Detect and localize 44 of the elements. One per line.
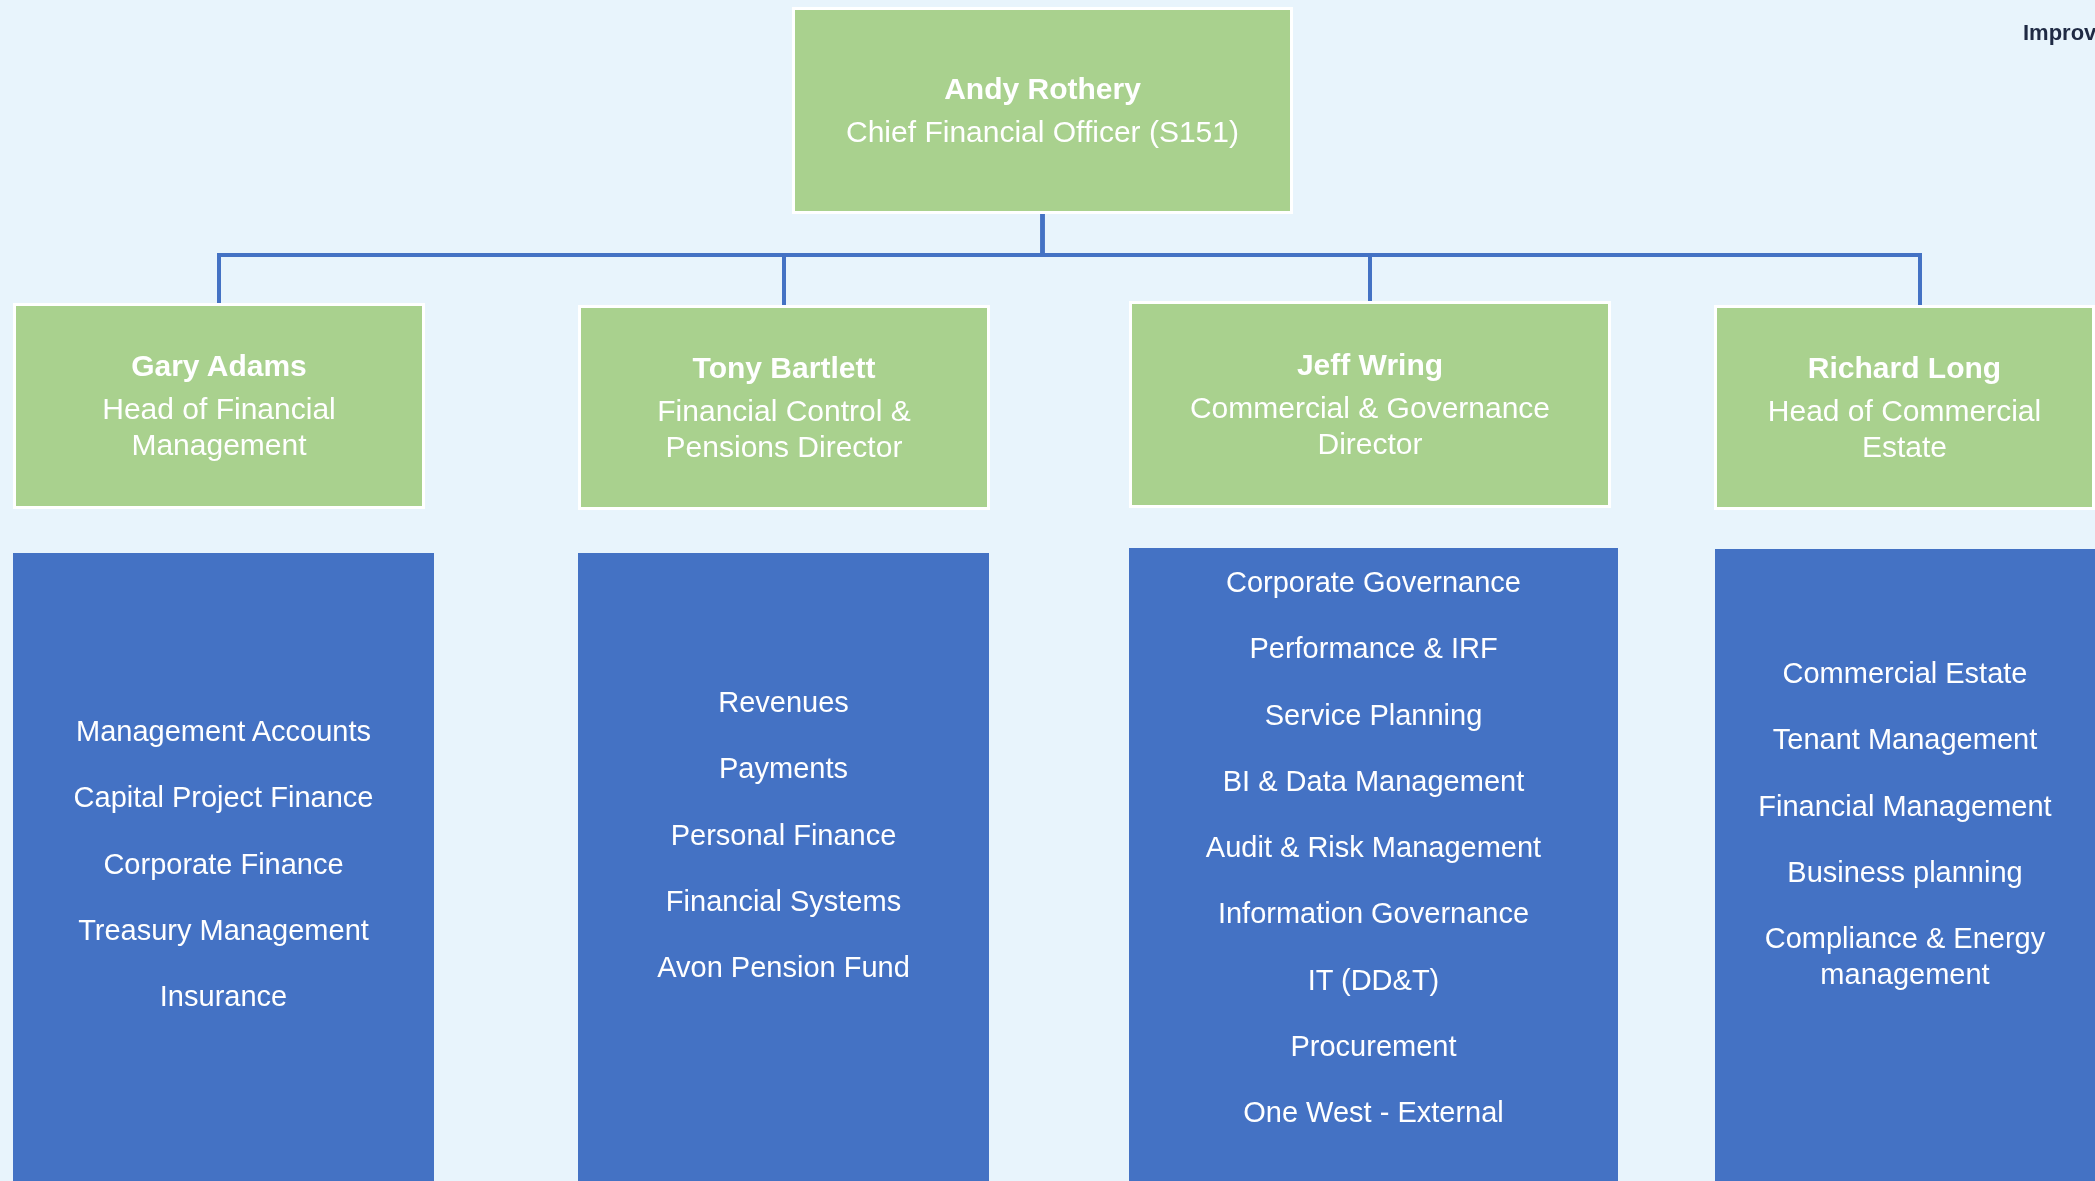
- team-name: Commercial Estate: [1781, 656, 2029, 691]
- person-name: Andy Rothery: [944, 71, 1141, 106]
- person-name: Tony Bartlett: [692, 350, 876, 385]
- team-name: Payments: [718, 751, 849, 787]
- team-name: Tenant Management: [1771, 722, 2039, 758]
- team-name: Corporate Finance: [102, 846, 345, 882]
- team-name: Financial Management: [1757, 788, 2053, 824]
- person-box: [792, 7, 1293, 214]
- team-name: Corporate Governance: [1225, 565, 1522, 600]
- team-box: [13, 553, 434, 1181]
- team-name: IT (DD&T): [1306, 962, 1441, 998]
- team-name: Compliance & Energy management: [1763, 921, 2047, 993]
- person-box: [1714, 305, 2095, 510]
- person-box: [1129, 301, 1611, 508]
- team-name: One West - External: [1242, 1095, 1505, 1130]
- team-name: Procurement: [1289, 1028, 1458, 1064]
- team-box: [578, 553, 989, 1181]
- team-name: Capital Project Finance: [72, 780, 375, 816]
- team-name: Revenues: [717, 685, 850, 720]
- team-name: Information Governance: [1216, 896, 1531, 932]
- team-box: [1129, 548, 1618, 1181]
- team-name: Performance & IRF: [1248, 631, 1499, 667]
- team-name: Audit & Risk Management: [1204, 830, 1543, 865]
- team-name: Avon Pension Fund: [656, 950, 911, 985]
- job-title: Financial Control & Pensions Director: [656, 392, 912, 465]
- job-title: Chief Financial Officer (S151): [845, 113, 1240, 150]
- team-name: Financial Systems: [664, 883, 903, 919]
- person-name: Gary Adams: [131, 349, 307, 383]
- team-name: Insurance: [158, 979, 289, 1014]
- team-box: [1715, 549, 2095, 1181]
- person-box: [578, 305, 990, 510]
- connector-line: [1040, 214, 1922, 305]
- team-name: BI & Data Management: [1221, 763, 1526, 799]
- job-title: Head of Commercial Estate: [1766, 392, 2043, 465]
- person-box: [13, 303, 425, 509]
- job-title: Commercial & Governance Director: [1188, 389, 1552, 462]
- team-name: Management Accounts: [75, 714, 372, 749]
- person-name: Jeff Wring: [1296, 347, 1444, 382]
- job-title: Head of Financial Management: [101, 391, 337, 463]
- team-name: Treasury Management: [77, 912, 370, 948]
- team-name: Service Planning: [1263, 697, 1484, 733]
- person-name: Richard Long: [1807, 350, 2002, 385]
- team-name: Personal Finance: [669, 817, 898, 853]
- team-name: Business planning: [1786, 854, 2024, 890]
